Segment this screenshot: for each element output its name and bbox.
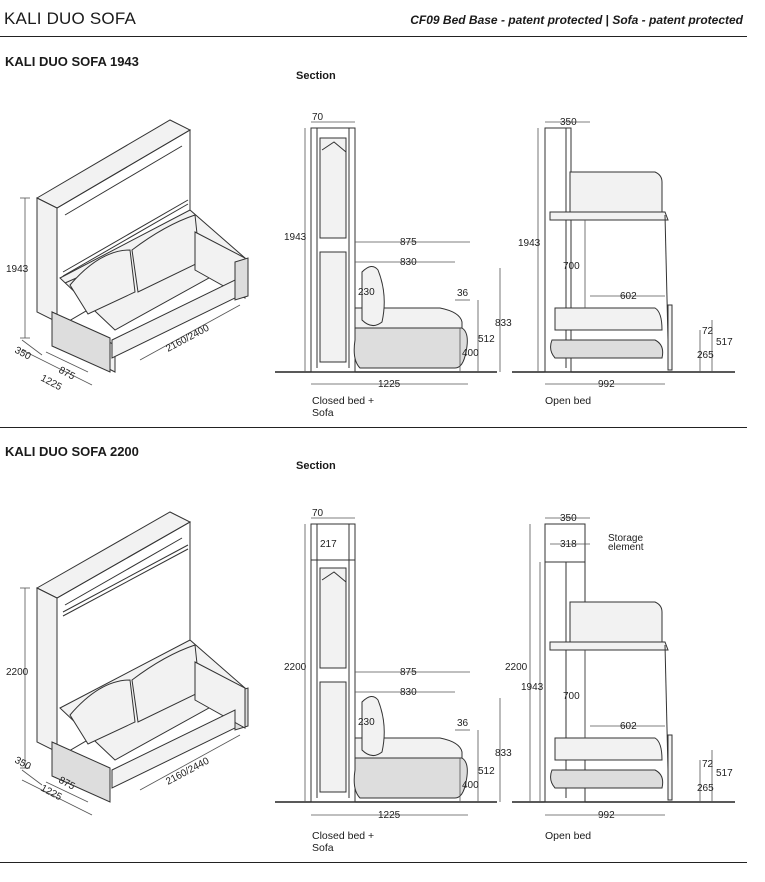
closed-1943-h833: 833 <box>495 318 512 329</box>
section-2200-open-caption: Open bed <box>545 830 592 842</box>
closed-1943-d875: 875 <box>400 237 417 248</box>
closed-2200-top: 70 <box>312 508 324 519</box>
open-2200-storage-line1: Storage <box>608 533 643 544</box>
open-2200-d602: 602 <box>620 721 637 732</box>
section-2200-closed-caption: Closed bed + Sofa <box>312 830 375 854</box>
closed-section-1943 <box>275 121 501 385</box>
iso-sofa-2200 <box>20 511 249 816</box>
patent-bed-base: CF09 Bed Base - patent protected <box>410 13 603 27</box>
section-1943-title: KALI DUO SOFA 1943 <box>5 54 139 69</box>
closed-1943-h400: 400 <box>462 348 479 359</box>
section-1943-open-caption: Open bed <box>545 395 592 407</box>
open-1943-height: 1943 <box>518 238 541 249</box>
closed-2200-t217: 217 <box>320 539 337 550</box>
iso-1943-d875: 875 <box>57 365 77 383</box>
open-1943-w992: 992 <box>598 379 615 390</box>
open-1943-h72: 72 <box>702 326 714 337</box>
open-2200-h72: 72 <box>702 759 714 770</box>
open-section-2200 <box>512 517 735 816</box>
open-section-1943 <box>512 121 735 385</box>
open-1943-h700: 700 <box>563 261 580 272</box>
closed-2200-h833: 833 <box>495 748 512 759</box>
closed-2200-s36: 36 <box>457 718 469 729</box>
closed-2200-a230: 230 <box>358 717 375 728</box>
closed-2200-w1225: 1225 <box>378 810 401 821</box>
section-divider <box>0 427 747 428</box>
closed-2200-h512: 512 <box>478 766 495 777</box>
patent-sofa-note: - patent protected <box>638 13 743 27</box>
open-2200-w992: 992 <box>598 810 615 821</box>
section-1943-label: Section <box>296 70 336 82</box>
closed-2200-height: 2200 <box>284 662 307 673</box>
closed-1943-h512: 512 <box>478 334 495 345</box>
open-1943-h265: 265 <box>697 350 714 361</box>
page-title: KALI DUO SOFA <box>4 9 137 28</box>
iso-1943-depth: 350 <box>13 345 33 363</box>
open-2200-h700: 700 <box>563 691 580 702</box>
open-2200-height: 2200 <box>505 662 528 673</box>
open-2200-t318: 318 <box>560 539 577 550</box>
section-2200-title: KALI DUO SOFA 2200 <box>5 444 139 459</box>
patent-notice: CF09 Bed Base - patent protected | Sofa … <box>410 13 743 27</box>
closed-1943-height: 1943 <box>284 232 307 243</box>
closed-1943-a230: 230 <box>358 287 375 298</box>
closed-2200-h400: 400 <box>462 780 479 791</box>
closed-section-2200 <box>275 517 501 816</box>
open-2200-h265: 265 <box>697 783 714 794</box>
open-2200-storage-line2: element <box>608 542 644 553</box>
open-1943-top: 350 <box>560 117 577 128</box>
open-2200-h517: 517 <box>716 768 733 779</box>
closed-2200-d875: 875 <box>400 667 417 678</box>
iso-2200-width: 2160/2440 <box>164 756 211 788</box>
iso-sofa-1943 <box>20 119 249 386</box>
closed-2200-d830: 830 <box>400 687 417 698</box>
closed-1943-w1225: 1225 <box>378 379 401 390</box>
iso-2200-depth: 350 <box>13 755 33 773</box>
iso-1943-height: 1943 <box>6 264 29 275</box>
open-1943-d602: 602 <box>620 291 637 302</box>
section-1943-closed-caption: Closed bed + Sofa <box>312 395 375 419</box>
open-1943-h517: 517 <box>716 337 733 348</box>
footer-rule <box>0 862 747 863</box>
iso-2200-height: 2200 <box>6 667 29 678</box>
closed-1943-top: 70 <box>312 112 324 123</box>
open-2200-top: 350 <box>560 513 577 524</box>
patent-sofa: Sofa <box>612 13 639 27</box>
closed-1943-s36: 36 <box>457 288 469 299</box>
open-2200-h1943: 1943 <box>521 682 544 693</box>
header-rule <box>0 36 747 37</box>
closed-1943-d830: 830 <box>400 257 417 268</box>
patent-separator: | <box>602 13 613 27</box>
section-2200-label: Section <box>296 460 336 472</box>
